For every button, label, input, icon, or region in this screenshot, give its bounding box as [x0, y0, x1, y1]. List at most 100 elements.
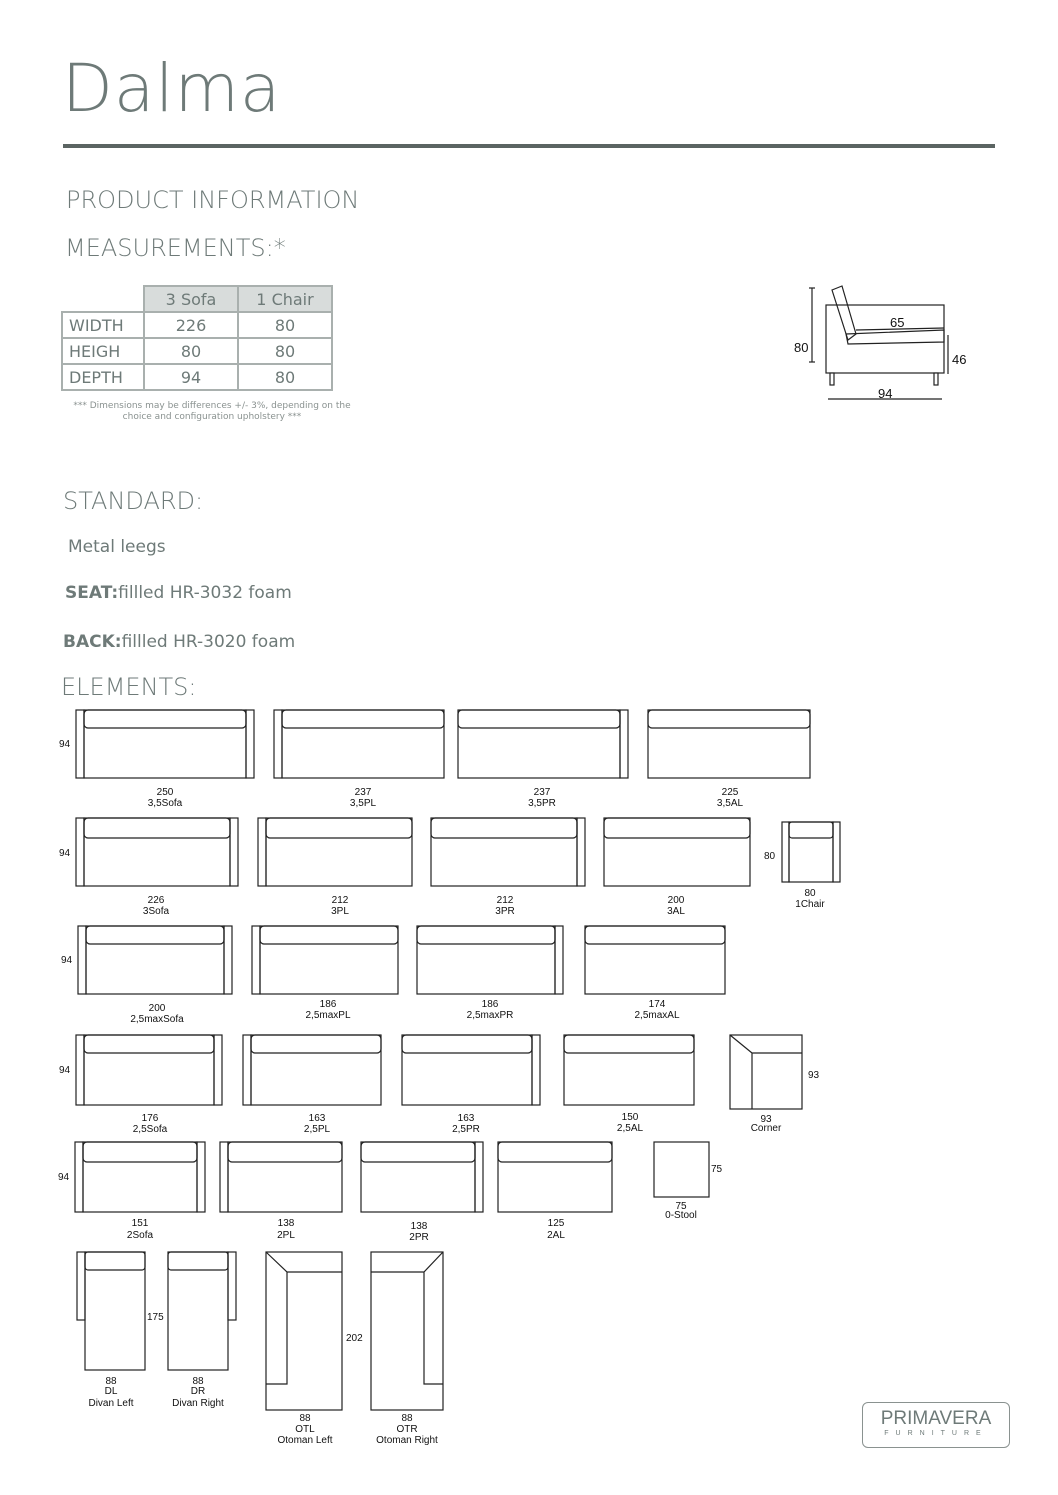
title-divider [63, 144, 995, 148]
element-width: 226 [148, 895, 165, 906]
table-cell: 94 [143, 363, 239, 391]
element-code: 2,5PL [304, 1124, 331, 1135]
table-row: DEPTH 94 80 [61, 363, 333, 391]
profile-seat-depth-label: 65 [890, 315, 904, 330]
measurements-table: 3 Sofa 1 Chair WIDTH 226 80 HEIGH 80 80 … [61, 285, 333, 391]
element-width: 200 [668, 895, 685, 906]
element-code: 2,5maxSofa [130, 1014, 184, 1025]
back-text: fillled HR-3020 foam [121, 632, 296, 652]
column-header: 3 Sofa [143, 285, 239, 313]
table-cell: 80 [143, 337, 239, 365]
element-width: 250 [157, 787, 174, 798]
element-code: 3PL [331, 906, 349, 917]
element-width: 174 [649, 999, 666, 1010]
element-code: 2,5maxAL [634, 1010, 679, 1021]
element-code: 3,5Sofa [148, 798, 183, 809]
row-depth-label: 94 [61, 955, 73, 966]
profile-height-label: 80 [794, 340, 808, 355]
element-width: 186 [482, 999, 499, 1010]
element-width: 75 [675, 1201, 687, 1212]
element-code: 2,5PR [452, 1124, 480, 1135]
table-row: HEIGH 80 80 [61, 337, 333, 365]
divan-width: 88 [192, 1376, 204, 1387]
page-title: Dalma [62, 50, 282, 127]
table-cell: 80 [237, 311, 333, 339]
table-cell: 80 [237, 337, 333, 365]
row-depth-label: 94 [59, 1065, 71, 1076]
element-width: 176 [142, 1113, 159, 1124]
element-code: 2,5Sofa [133, 1124, 168, 1135]
divan-width: 88 [105, 1376, 117, 1387]
row-depth-label: 94 [58, 1172, 70, 1183]
element-width: 151 [132, 1218, 149, 1229]
standard-seat: SEAT:fillled HR-3032 foam [65, 583, 292, 603]
otoman-code: OTR [396, 1424, 417, 1435]
divan-length-label: 175 [147, 1312, 164, 1323]
stool-depth-label: 75 [711, 1164, 723, 1175]
element-width: 212 [497, 895, 514, 906]
profile-diagram: 80 65 46 94 [794, 285, 966, 401]
divan-code: DR [191, 1386, 205, 1397]
corner-depth-label: 93 [808, 1070, 820, 1081]
element-code: 3,5AL [717, 798, 744, 809]
back-label: BACK: [63, 632, 122, 652]
table-header-row: 3 Sofa 1 Chair [62, 285, 333, 313]
element-width: 163 [458, 1113, 475, 1124]
element-width: 237 [534, 787, 551, 798]
table-cell: 226 [143, 311, 239, 339]
standard-back: BACK:fillled HR-3020 foam [63, 632, 295, 652]
profile-depth-label: 94 [878, 386, 892, 401]
logo-name: PRIMAVERA [880, 1408, 992, 1429]
element-code: 0-Stool [665, 1210, 697, 1221]
row-depth-label: 94 [59, 848, 71, 859]
row-label: DEPTH [61, 363, 145, 391]
element-code: 1Chair [795, 899, 825, 910]
divan-code: DL [105, 1386, 118, 1397]
element-code: 2PR [409, 1232, 428, 1243]
element-width: 150 [622, 1112, 639, 1123]
divan-name: Divan Right [172, 1398, 224, 1409]
element-code: 2Sofa [127, 1230, 154, 1241]
element-code: 2,5AL [617, 1123, 644, 1134]
seat-label: SEAT: [65, 583, 119, 603]
element-code: 3PR [495, 906, 514, 917]
chair-depth-label: 80 [764, 851, 776, 862]
dimensions-note: *** Dimensions may be differences +/- 3%… [73, 401, 351, 422]
element-code: Corner [751, 1123, 782, 1134]
element-width: 138 [278, 1218, 295, 1229]
element-code: 3,5PR [528, 798, 556, 809]
row-label: WIDTH [61, 311, 145, 339]
seat-text: fillled HR-3032 foam [118, 583, 292, 603]
standard-heading: STANDARD: [63, 487, 204, 515]
divan-name: Divan Left [88, 1398, 133, 1409]
product-info-heading: PRODUCT INFORMATION [66, 186, 360, 214]
element-code: 3Sofa [143, 906, 170, 917]
column-header: 1 Chair [237, 285, 333, 313]
otoman-name: Otoman Right [376, 1435, 438, 1446]
otoman-width: 88 [299, 1413, 311, 1424]
element-width: 93 [760, 1114, 772, 1125]
row-depth-label: 94 [59, 739, 71, 750]
element-code: 3,5PL [350, 798, 377, 809]
otoman-code: OTL [295, 1424, 315, 1435]
table-cell: 80 [237, 363, 333, 391]
element-width: 200 [149, 1003, 166, 1014]
element-width: 138 [411, 1221, 428, 1232]
otoman-length-label: 202 [346, 1333, 363, 1344]
element-code: 2,5maxPR [467, 1010, 514, 1021]
element-width: 186 [320, 999, 337, 1010]
element-code: 2PL [277, 1230, 295, 1241]
otoman-width: 88 [401, 1413, 413, 1424]
element-width: 163 [309, 1113, 326, 1124]
profile-seat-height-label: 46 [952, 352, 966, 367]
element-width: 80 [804, 888, 816, 899]
logo-sub: FURNITURE [884, 1430, 988, 1437]
element-width: 125 [548, 1218, 565, 1229]
measurements-heading: MEASUREMENTS:* [65, 234, 286, 262]
element-code: 2AL [547, 1230, 565, 1241]
element-code: 2,5maxPL [305, 1010, 350, 1021]
element-width: 225 [722, 787, 739, 798]
element-width: 212 [332, 895, 349, 906]
standard-legs: Metal leegs [68, 537, 166, 557]
